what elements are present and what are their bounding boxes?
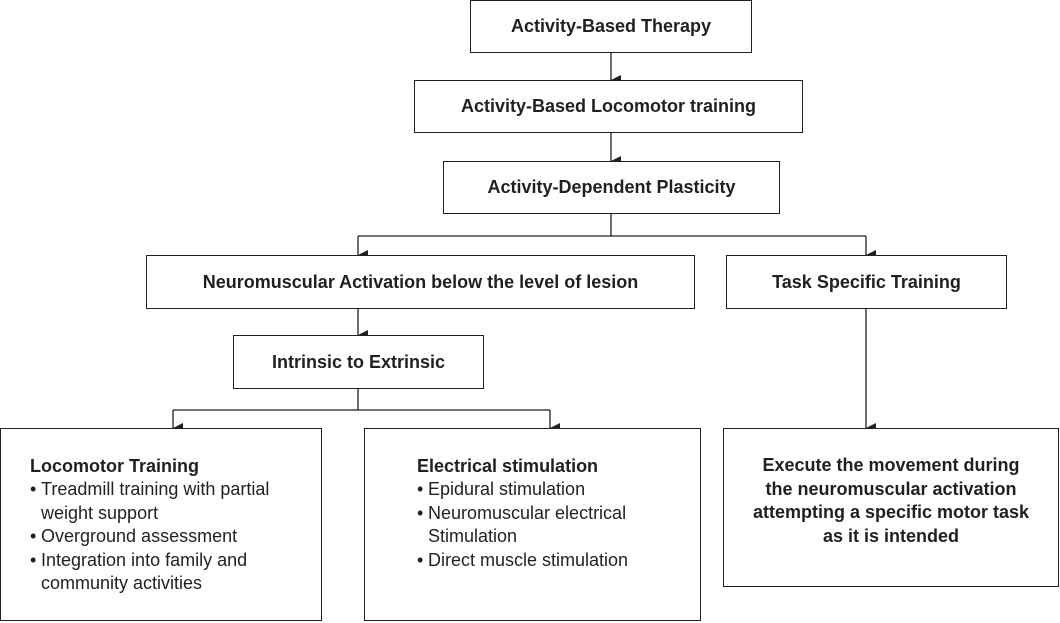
node-intrinsic-to-extrinsic-label: Intrinsic to Extrinsic <box>271 351 446 372</box>
bullet-glyph: • <box>417 502 424 523</box>
node-activity-dependent-plasticity-label: Activity-Dependent Plasticity <box>487 177 736 197</box>
list-item: •Overground assessment <box>30 525 321 549</box>
list-item-text: Neuromuscular electrical Stimulation <box>428 502 627 547</box>
node-intrinsic-to-extrinsic: Intrinsic to Extrinsic <box>233 335 484 389</box>
list-item: •Epidural stimulation <box>417 478 662 502</box>
node-activity-based-locomotor-training: Activity-Based Locomotor training <box>414 80 803 133</box>
node-neuromuscular-activation-label: Neuromuscular Activation below the level… <box>202 271 639 292</box>
electrical-stimulation-title: Electrical stimulation <box>417 456 599 476</box>
bullet-glyph: • <box>30 549 37 570</box>
bullet-glyph: • <box>417 479 424 499</box>
node-execute-movement: Execute the movement during the neuromus… <box>723 428 1059 587</box>
list-item-text: Treadmill training with partial weight s… <box>41 479 270 523</box>
bullet-glyph: • <box>30 479 37 499</box>
list-item-text: Integration into family and community ac… <box>41 549 248 594</box>
electrical-stimulation-list: •Epidural stimulation •Neuromuscular ele… <box>417 478 662 572</box>
node-task-specific-training: Task Specific Training <box>726 255 1007 309</box>
list-item-text: Overground assessment <box>41 526 238 546</box>
node-execute-movement-label: Execute the movement during the neuromus… <box>752 455 1030 546</box>
list-item: •Integration into family and community a… <box>30 549 321 596</box>
node-activity-based-therapy-label: Activity-Based Therapy <box>510 16 712 36</box>
list-item: •Neuromuscular electrical Stimulation <box>417 502 662 549</box>
bullet-glyph: • <box>30 526 37 546</box>
node-neuromuscular-activation: Neuromuscular Activation below the level… <box>146 255 695 309</box>
node-activity-dependent-plasticity: Activity-Dependent Plasticity <box>443 161 780 214</box>
list-item: •Direct muscle stimulation <box>417 549 662 573</box>
locomotor-training-title: Locomotor Training <box>30 456 199 476</box>
node-activity-based-locomotor-training-label: Activity-Based Locomotor training <box>460 96 757 116</box>
bullet-glyph: • <box>417 549 424 570</box>
list-item-text: Epidural stimulation <box>428 479 586 499</box>
locomotor-training-list: •Treadmill training with partial weight … <box>30 478 321 596</box>
node-activity-based-therapy: Activity-Based Therapy <box>470 0 752 53</box>
list-item-text: Direct muscle stimulation <box>428 549 629 570</box>
node-electrical-stimulation: Electrical stimulation •Epidural stimula… <box>364 428 701 621</box>
node-locomotor-training: Locomotor Training •Treadmill training w… <box>0 428 322 621</box>
list-item: •Treadmill training with partial weight … <box>30 478 321 525</box>
node-task-specific-training-label: Task Specific Training <box>772 271 961 292</box>
